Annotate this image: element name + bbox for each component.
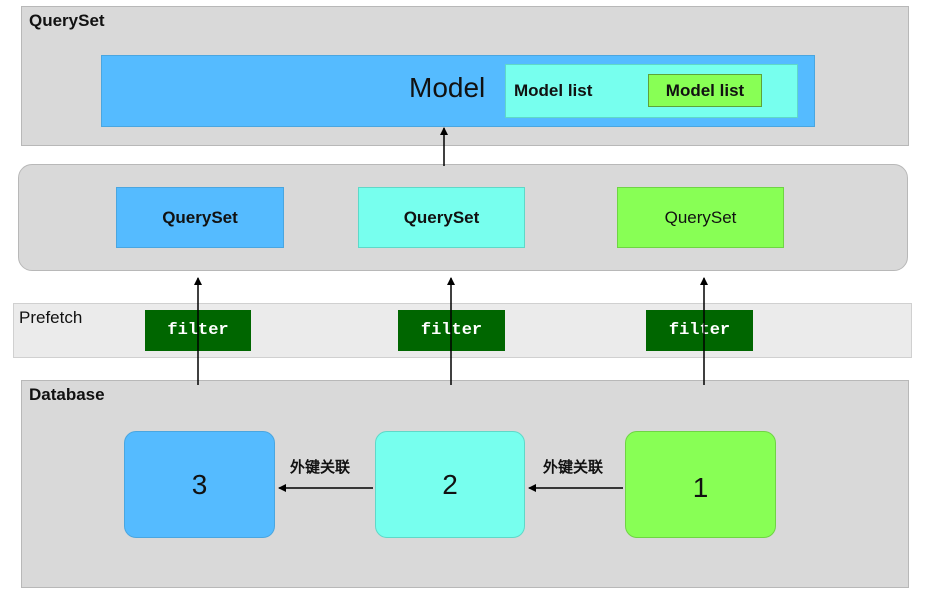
inner-model-list-label: Model list xyxy=(665,80,745,100)
filter-box-right: filter xyxy=(646,310,753,351)
queryset-box-green: QuerySet xyxy=(617,187,784,248)
fk-label-left: 外键关联 xyxy=(290,459,351,476)
db-node-1: 1 xyxy=(625,431,776,538)
queryset-box-cyan-label: QuerySet xyxy=(403,207,480,227)
filter-box-right-label: filter xyxy=(668,321,731,340)
filter-box-middle: filter xyxy=(398,310,505,351)
inner-model-list: Model list xyxy=(648,74,762,107)
queryset-box-blue-label: QuerySet xyxy=(162,207,238,227)
filter-box-left-label: filter xyxy=(167,321,229,340)
filter-box-middle-label: filter xyxy=(420,321,483,340)
db-node-2-label: 2 xyxy=(442,468,458,500)
queryset-box-blue: QuerySet xyxy=(116,187,284,248)
prefetch-label: Prefetch xyxy=(19,308,83,327)
queryset-box-cyan: QuerySet xyxy=(358,187,525,248)
queryset-panel-title: QuerySet xyxy=(29,11,105,30)
filter-box-left: filter xyxy=(145,310,251,351)
db-node-2: 2 xyxy=(375,431,525,538)
db-node-3: 3 xyxy=(124,431,275,538)
database-panel-title: Database xyxy=(29,385,105,404)
outer-model-list-label: Model list xyxy=(514,81,593,100)
model-label: Model xyxy=(409,72,486,103)
db-node-3-label: 3 xyxy=(191,468,208,500)
fk-label-right: 外键关联 xyxy=(543,459,604,476)
db-node-1-label: 1 xyxy=(692,471,709,503)
queryset-box-green-label: QuerySet xyxy=(664,207,737,227)
